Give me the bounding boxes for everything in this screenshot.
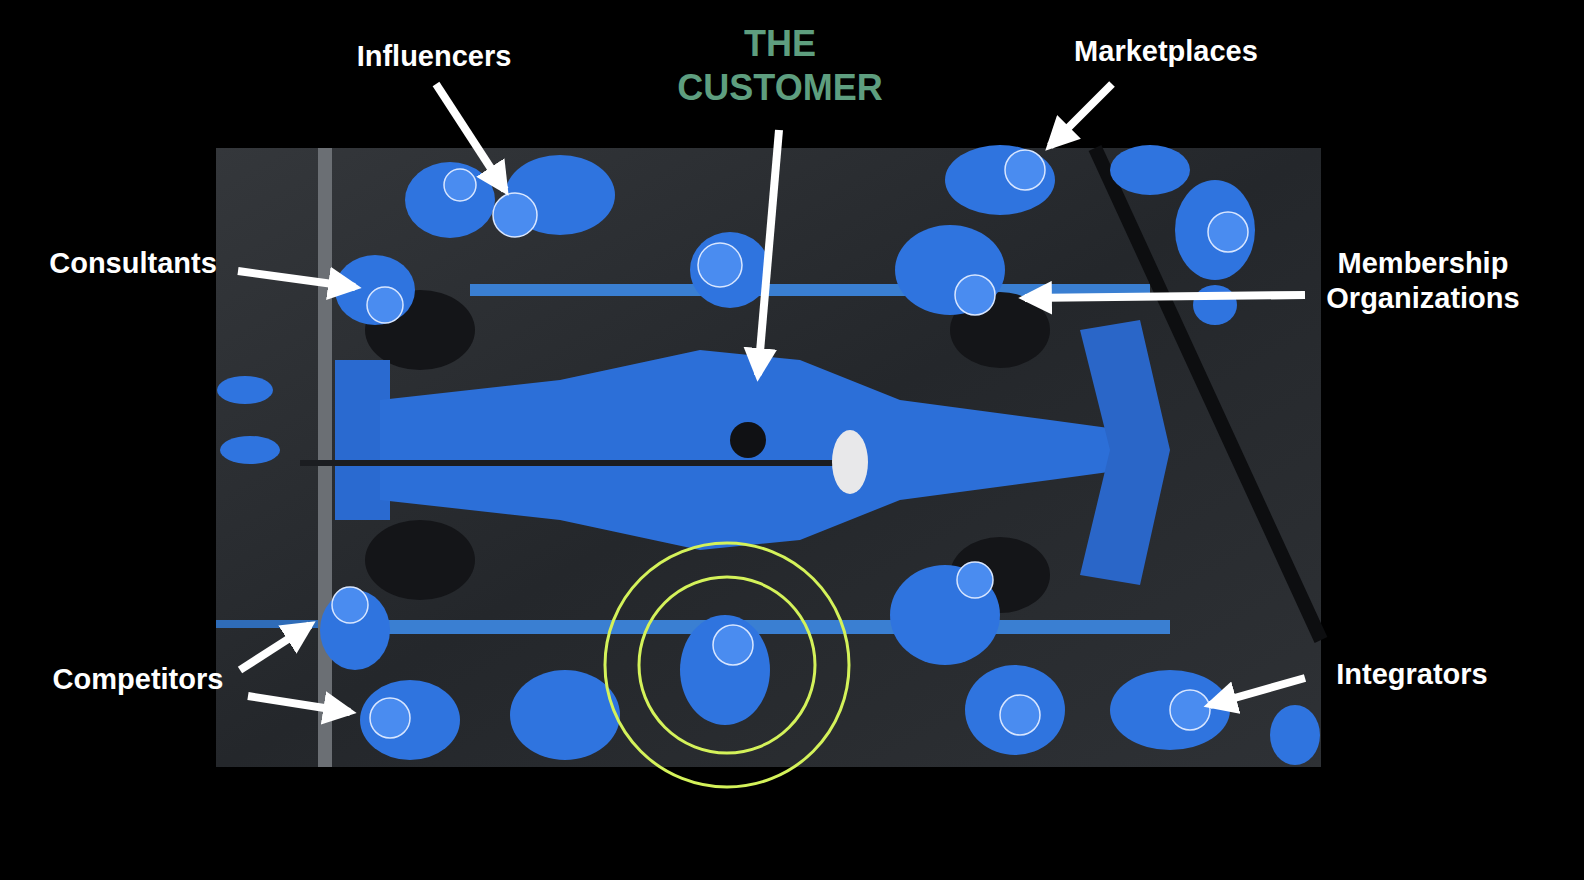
callout-label: Competitors	[53, 662, 224, 697]
callout-label: Marketplaces	[1074, 34, 1258, 69]
callout-label: Consultants	[49, 246, 217, 281]
callout-label: Membership Organizations	[1308, 246, 1538, 317]
leader-arrows	[238, 84, 1305, 712]
callout-label: Integrators	[1336, 657, 1487, 692]
focus-label: THE CUSTOMER	[655, 22, 905, 110]
callout-label: Influencers	[357, 39, 512, 74]
customer-rings	[605, 543, 849, 787]
